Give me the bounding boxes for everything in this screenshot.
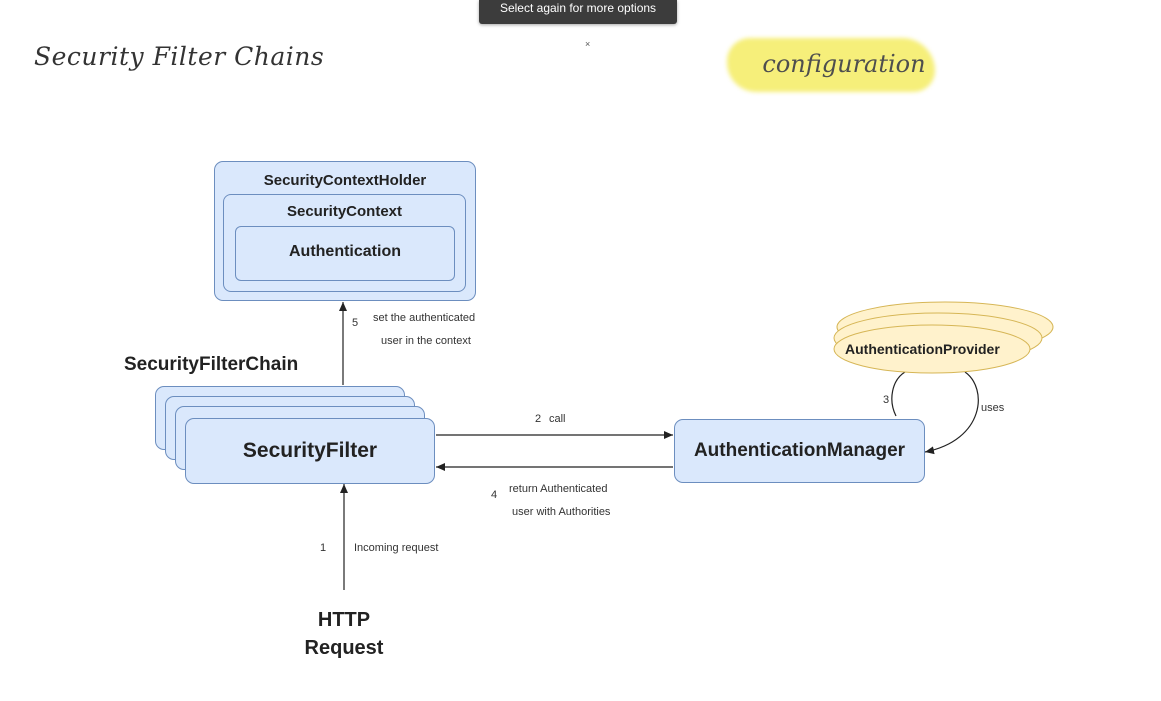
step-3-text: uses xyxy=(981,402,1005,414)
step-5-line-1: set the authenticated xyxy=(373,312,476,324)
tooltip: Select again for more options xyxy=(479,0,677,24)
step-2-number: 2 xyxy=(535,413,542,425)
authentication-provider-label: AuthenticationProvider xyxy=(845,341,1000,357)
step-4-line-2: user with Authorities xyxy=(512,506,611,518)
security-context-holder-label: SecurityContextHolder xyxy=(263,172,427,189)
step-2-text: call xyxy=(549,413,566,425)
step-4-number: 4 xyxy=(491,489,498,501)
cursor-mark: × xyxy=(585,39,591,49)
step-4-line-1: return Authenticated xyxy=(509,483,608,495)
authentication-label: Authentication xyxy=(289,243,401,260)
slide-title: Security Filter Chains xyxy=(34,42,325,71)
authentication-manager-label: AuthenticationManager xyxy=(693,440,906,461)
authentication-manager: AuthenticationManager xyxy=(674,419,925,483)
provider-ellipse-front xyxy=(833,324,1031,374)
highlight-marker xyxy=(727,38,935,92)
http-request-label: HTTP Request xyxy=(304,609,384,659)
step-1-number: 1 xyxy=(320,542,327,554)
security-context-label: SecurityContext xyxy=(286,203,403,220)
security-filter-label: SecurityFilter xyxy=(242,439,378,462)
arrow-uses-loop xyxy=(891,371,979,452)
security-filter: SecurityFilter xyxy=(185,418,435,484)
security-filter-chain-label: SecurityFilterChain xyxy=(124,354,299,375)
authentication-box: Authentication xyxy=(235,226,455,281)
step-5-number: 5 xyxy=(352,317,359,329)
step-1-text: Incoming request xyxy=(354,542,439,554)
step-5-line-2: user in the context xyxy=(381,335,471,347)
highlight-label: configuration xyxy=(762,50,926,78)
step-3-number: 3 xyxy=(883,394,890,406)
